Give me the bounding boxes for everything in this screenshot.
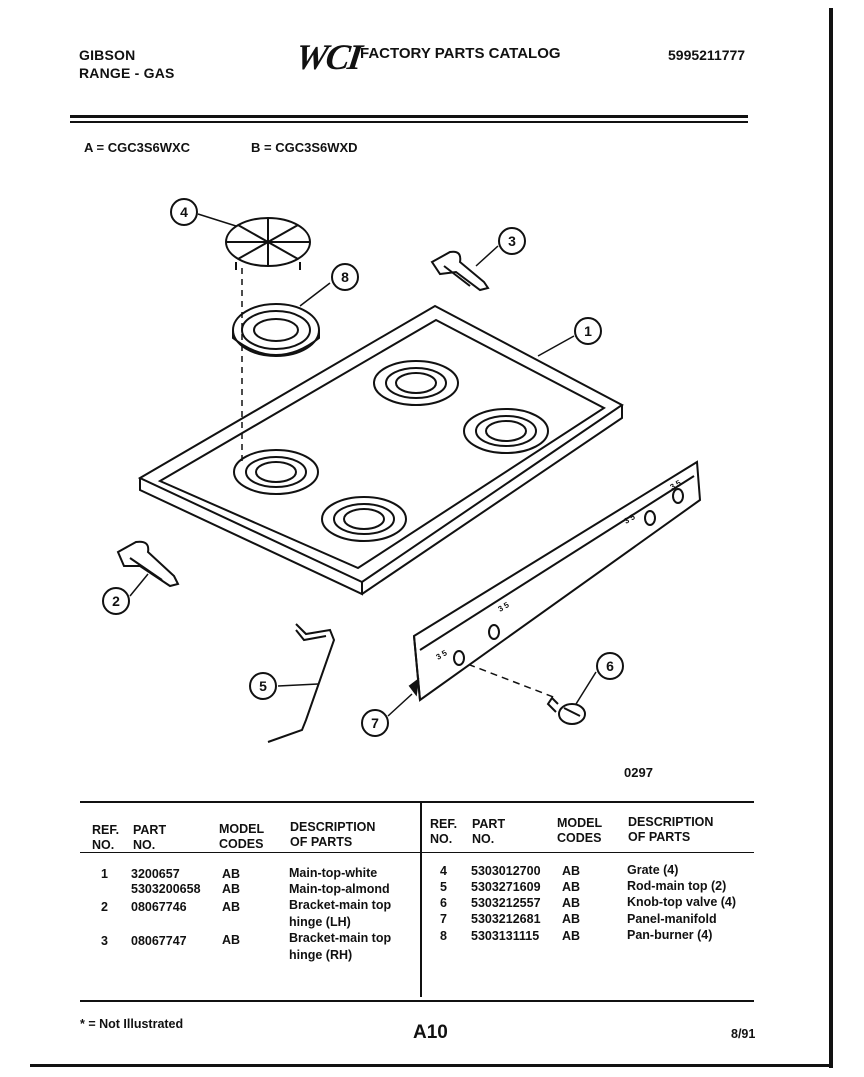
row-desc: Main-top-almond <box>289 882 390 896</box>
callout-8: 8 <box>341 269 349 285</box>
row-model: AB <box>222 882 241 896</box>
burner-front-left <box>233 449 319 495</box>
table-divider <box>420 803 422 997</box>
model-a: A = CGC3S6WXC <box>84 140 191 155</box>
row-part: 5303012700 <box>471 864 541 878</box>
wci-logo: WCI <box>293 37 363 77</box>
row-model: AB <box>222 867 241 881</box>
row-model: AB <box>222 933 241 947</box>
not-illustrated-note: * = Not Illustrated <box>80 1017 184 1031</box>
row-ref: 7 <box>440 912 447 926</box>
row-part: 5303212681 <box>471 912 541 926</box>
table-header-rule <box>80 852 754 853</box>
row-part: 5303200658 <box>131 882 201 896</box>
header-desc-left: DESCRIPTION OF PARTS <box>290 820 376 849</box>
row-part: 5303131115 <box>471 929 540 943</box>
table-bottom-rule <box>80 1000 754 1002</box>
burner-front-right <box>321 496 407 542</box>
burner-rear-left <box>373 360 459 406</box>
exploded-parts-diagram: 1 2 3 4 5 6 7 8 3 5 3 5 3 5 3 5 <box>102 198 702 743</box>
row-desc: Bracket-main top <box>289 898 392 912</box>
hinge-bracket-rh-part <box>430 250 490 292</box>
brand-block: GIBSON RANGE - GAS <box>79 46 175 82</box>
callout-1: 1 <box>584 323 592 339</box>
row-desc: hinge (LH) <box>289 915 351 929</box>
callout-2: 2 <box>112 593 120 609</box>
header-rule <box>70 115 748 118</box>
page-border-right <box>829 8 833 1068</box>
row-ref: 1 <box>101 867 108 881</box>
catalog-title: FACTORY PARTS CATALOG <box>360 45 561 62</box>
row-model: AB <box>562 912 581 926</box>
row-desc: Bracket-main top <box>289 931 392 945</box>
rod-main-top-part <box>267 623 336 743</box>
row-ref: 4 <box>440 864 447 878</box>
row-part: 08067747 <box>131 934 187 948</box>
callout-3: 3 <box>508 233 516 249</box>
row-part: 08067746 <box>131 900 187 914</box>
row-model: AB <box>562 929 581 943</box>
header-model-right: MODEL CODES <box>557 816 602 845</box>
row-ref: 2 <box>101 900 108 914</box>
header-part-left: PART NO. <box>133 823 167 852</box>
catalog-number: 5995211777 <box>668 47 746 63</box>
row-desc: Panel-manifold <box>627 912 717 926</box>
product-type: RANGE - GAS <box>79 65 175 81</box>
header-part-right: PART NO. <box>472 817 506 846</box>
row-desc: Grate (4) <box>627 863 679 877</box>
table-top-rule <box>80 801 754 803</box>
row-ref: 5 <box>440 880 447 894</box>
burner-rear-right <box>463 408 549 454</box>
main-top-part <box>137 304 624 596</box>
knob-part <box>546 696 586 725</box>
row-part: 5303212557 <box>471 896 541 910</box>
header-rule-thin <box>70 121 748 123</box>
header-ref-left: REF. NO. <box>92 823 120 852</box>
row-desc: Knob-top valve (4) <box>627 895 737 909</box>
hinge-bracket-lh-part <box>116 540 180 588</box>
panel-manifold-part <box>408 460 702 702</box>
callout-5: 5 <box>259 678 267 694</box>
page-number: A10 <box>413 1022 448 1043</box>
row-part: 3200657 <box>131 867 180 881</box>
row-ref: 8 <box>440 929 447 943</box>
row-desc: hinge (RH) <box>289 948 353 962</box>
row-model: AB <box>222 900 241 914</box>
figure-number: 0297 <box>624 765 653 780</box>
row-ref: 3 <box>101 934 108 948</box>
page-border-bottom <box>30 1064 833 1067</box>
row-part: 5303271609 <box>471 880 541 894</box>
row-ref: 6 <box>440 896 447 910</box>
row-desc: Main-top-white <box>289 866 378 880</box>
callout-4: 4 <box>180 204 188 220</box>
callout-7: 7 <box>371 715 379 731</box>
header-desc-right: DESCRIPTION OF PARTS <box>628 815 714 844</box>
pan-burner-part <box>232 303 320 357</box>
header-model-left: MODEL CODES <box>219 822 264 851</box>
row-desc: Rod-main top (2) <box>627 879 727 893</box>
row-model: AB <box>562 880 581 894</box>
brand-name: GIBSON <box>79 47 136 63</box>
model-b: B = CGC3S6WXD <box>251 140 358 155</box>
row-model: AB <box>562 896 581 910</box>
revision-date: 8/91 <box>731 1027 756 1041</box>
header-ref-right: REF. NO. <box>430 817 458 846</box>
row-desc: Pan-burner (4) <box>627 928 713 942</box>
row-model: AB <box>562 864 581 878</box>
grate-part <box>225 217 311 270</box>
callout-6: 6 <box>606 658 614 674</box>
